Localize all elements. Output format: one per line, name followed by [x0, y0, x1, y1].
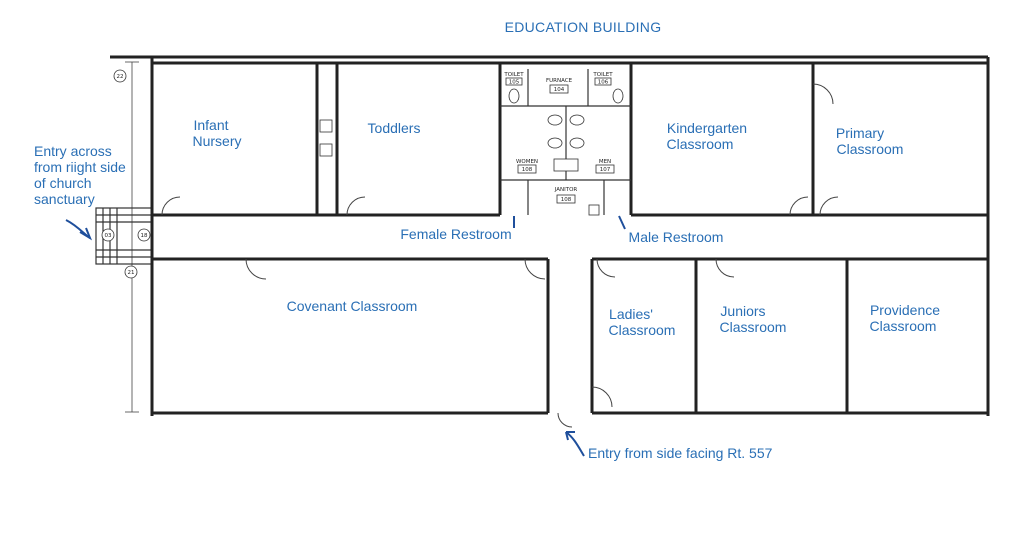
door-swings — [161, 83, 839, 428]
restroom-pointers — [513, 215, 626, 230]
room-label-providence-2: Classroom — [870, 318, 937, 334]
svg-text:MEN: MEN — [599, 159, 611, 165]
svg-text:105: 105 — [509, 80, 520, 86]
svg-text:03: 03 — [105, 233, 112, 239]
left-entry-steps: 03 18 — [95, 207, 153, 265]
room-label-primary: Primary — [836, 125, 884, 141]
svg-text:21: 21 — [128, 270, 135, 276]
room-labels: Infant Nursery Toddlers Kindergarten Cla… — [192, 117, 940, 338]
room-label-primary-2: Classroom — [837, 141, 904, 157]
svg-text:18: 18 — [141, 233, 148, 239]
room-label-kindergarten: Kindergarten — [667, 120, 747, 136]
room-label-juniors: Juniors — [720, 303, 765, 319]
svg-text:107: 107 — [600, 167, 611, 173]
room-tags: TOILET 105 FURNACE 104 TOILET 106 WOMEN … — [503, 72, 615, 204]
plan-title: EDUCATION BUILDING — [505, 19, 662, 35]
svg-text:Entry from side facing Rt. 557: Entry from side facing Rt. 557 — [588, 445, 773, 461]
svg-text:FURNACE: FURNACE — [546, 78, 573, 84]
left-entry-annotation: Entry across from riight side of church … — [34, 143, 126, 241]
svg-text:from riight side: from riight side — [34, 159, 126, 175]
svg-text:WOMEN: WOMEN — [516, 159, 538, 165]
dimension-line: 22 21 — [113, 61, 139, 413]
svg-text:JANITOR: JANITOR — [554, 187, 578, 193]
top-row-walls — [152, 63, 988, 217]
svg-text:of church: of church — [34, 175, 92, 191]
room-label-male-restroom: Male Restroom — [629, 229, 724, 245]
room-label-covenant: Covenant Classroom — [287, 298, 418, 314]
bottom-entry-annotation: Entry from side facing Rt. 557 — [565, 431, 773, 461]
svg-text:TOILET: TOILET — [592, 72, 613, 78]
svg-text:106: 106 — [598, 80, 609, 86]
room-label-infant-nursery-2: Nursery — [192, 133, 241, 149]
room-label-providence: Providence — [870, 302, 940, 318]
room-label-juniors-2: Classroom — [720, 319, 787, 335]
svg-text:TOILET: TOILET — [503, 72, 524, 78]
svg-text:22: 22 — [117, 74, 124, 80]
bottom-entry-arrow — [565, 431, 585, 457]
svg-text:sanctuary: sanctuary — [34, 191, 95, 207]
svg-text:108: 108 — [561, 197, 572, 203]
room-label-ladies-2: Classroom — [609, 322, 676, 338]
svg-text:108: 108 — [522, 167, 533, 173]
svg-text:104: 104 — [554, 87, 565, 93]
outer-walls — [110, 55, 990, 416]
room-label-ladies: Ladies' — [609, 306, 653, 322]
room-label-female-restroom: Female Restroom — [400, 226, 511, 242]
room-label-kindergarten-2: Classroom — [667, 136, 734, 152]
svg-text:Entry across: Entry across — [34, 143, 112, 159]
room-label-toddlers: Toddlers — [368, 120, 421, 136]
restroom-fixtures — [319, 88, 624, 216]
room-label-infant-nursery: Infant — [193, 117, 228, 133]
bottom-row-walls — [152, 257, 988, 413]
